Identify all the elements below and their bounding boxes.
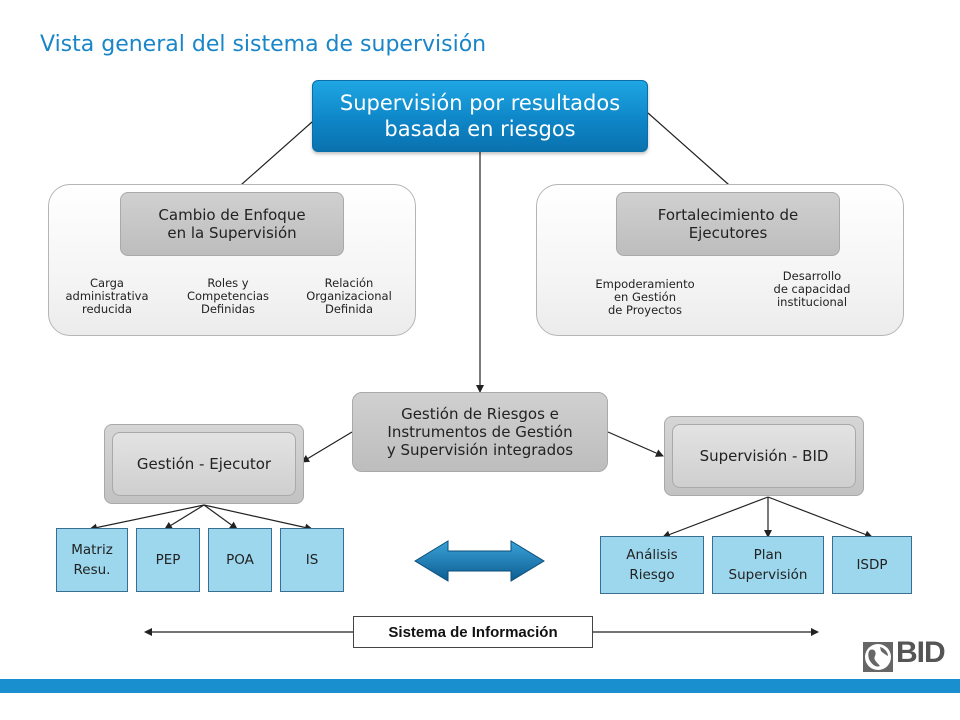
right-box-isdp: ISDP (832, 536, 912, 594)
center-line3: y Supervisión integrados (386, 441, 574, 459)
right-item-1: Empoderamiento en Gestión de Proyectos (595, 277, 695, 317)
right-item-2: Desarrollo de capacidad institucional (773, 269, 851, 309)
left-item-3: Relación Organizacional Definida (306, 276, 392, 316)
left-item-1: Carga administrativa reducida (65, 276, 149, 316)
right-header-line2: Ejecutores (688, 224, 768, 242)
top-node-line2: basada en riesgos (384, 117, 576, 141)
page-title: Vista general del sistema de supervisión (40, 32, 487, 57)
arrow-left-2 (164, 504, 205, 530)
top-node-line1: Supervisión por resultados (339, 91, 621, 115)
arrow-right-1 (662, 496, 769, 539)
center-node: Gestión de Riesgos e Instrumentos de Ges… (352, 392, 608, 472)
arrow-center-right (607, 431, 664, 457)
arrow-left-3 (203, 504, 238, 530)
arrow-top-left (232, 121, 313, 193)
double-arrow-icon (414, 540, 545, 582)
center-line1: Gestión de Riesgos e (401, 405, 559, 423)
info-system-label: Sistema de Información (353, 616, 593, 648)
globe-logo-icon (863, 642, 893, 672)
left-box-is: IS (280, 528, 344, 592)
bottom-bar (0, 679, 960, 693)
right-box-analisis: Análisis Riesgo (600, 536, 704, 594)
left-frame-inner: Gestión - Ejecutor (112, 432, 296, 496)
left-header-line1: Cambio de Enfoque (158, 206, 306, 224)
left-box-pep: PEP (136, 528, 200, 592)
bid-logo: BID (896, 636, 946, 669)
left-panel-header: Cambio de Enfoque en la Supervisión (120, 192, 344, 256)
left-box-poa: POA (208, 528, 272, 592)
arrow-center-left (301, 431, 353, 463)
top-node: Supervisión por resultados basada en rie… (312, 80, 648, 152)
arrow-right-3 (767, 496, 873, 539)
right-frame-inner: Supervisión - BID (672, 424, 856, 488)
right-panel-header: Fortalecimiento de Ejecutores (616, 192, 840, 256)
arrow-left-1 (89, 504, 205, 532)
right-frame-label: Supervisión - BID (699, 447, 829, 465)
right-box-plan: Plan Supervisión (712, 536, 824, 594)
left-item-2: Roles y Competencias Definidas (186, 276, 270, 316)
center-line2: Instrumentos de Gestión (387, 423, 573, 441)
left-header-line2: en la Supervisión (167, 224, 297, 242)
right-header-line1: Fortalecimiento de (657, 206, 799, 224)
left-frame-label: Gestión - Ejecutor (136, 455, 272, 473)
arrow-top-right (647, 112, 738, 193)
left-box-matriz: Matriz Resu. (56, 528, 128, 592)
arrow-left-4 (203, 504, 313, 532)
